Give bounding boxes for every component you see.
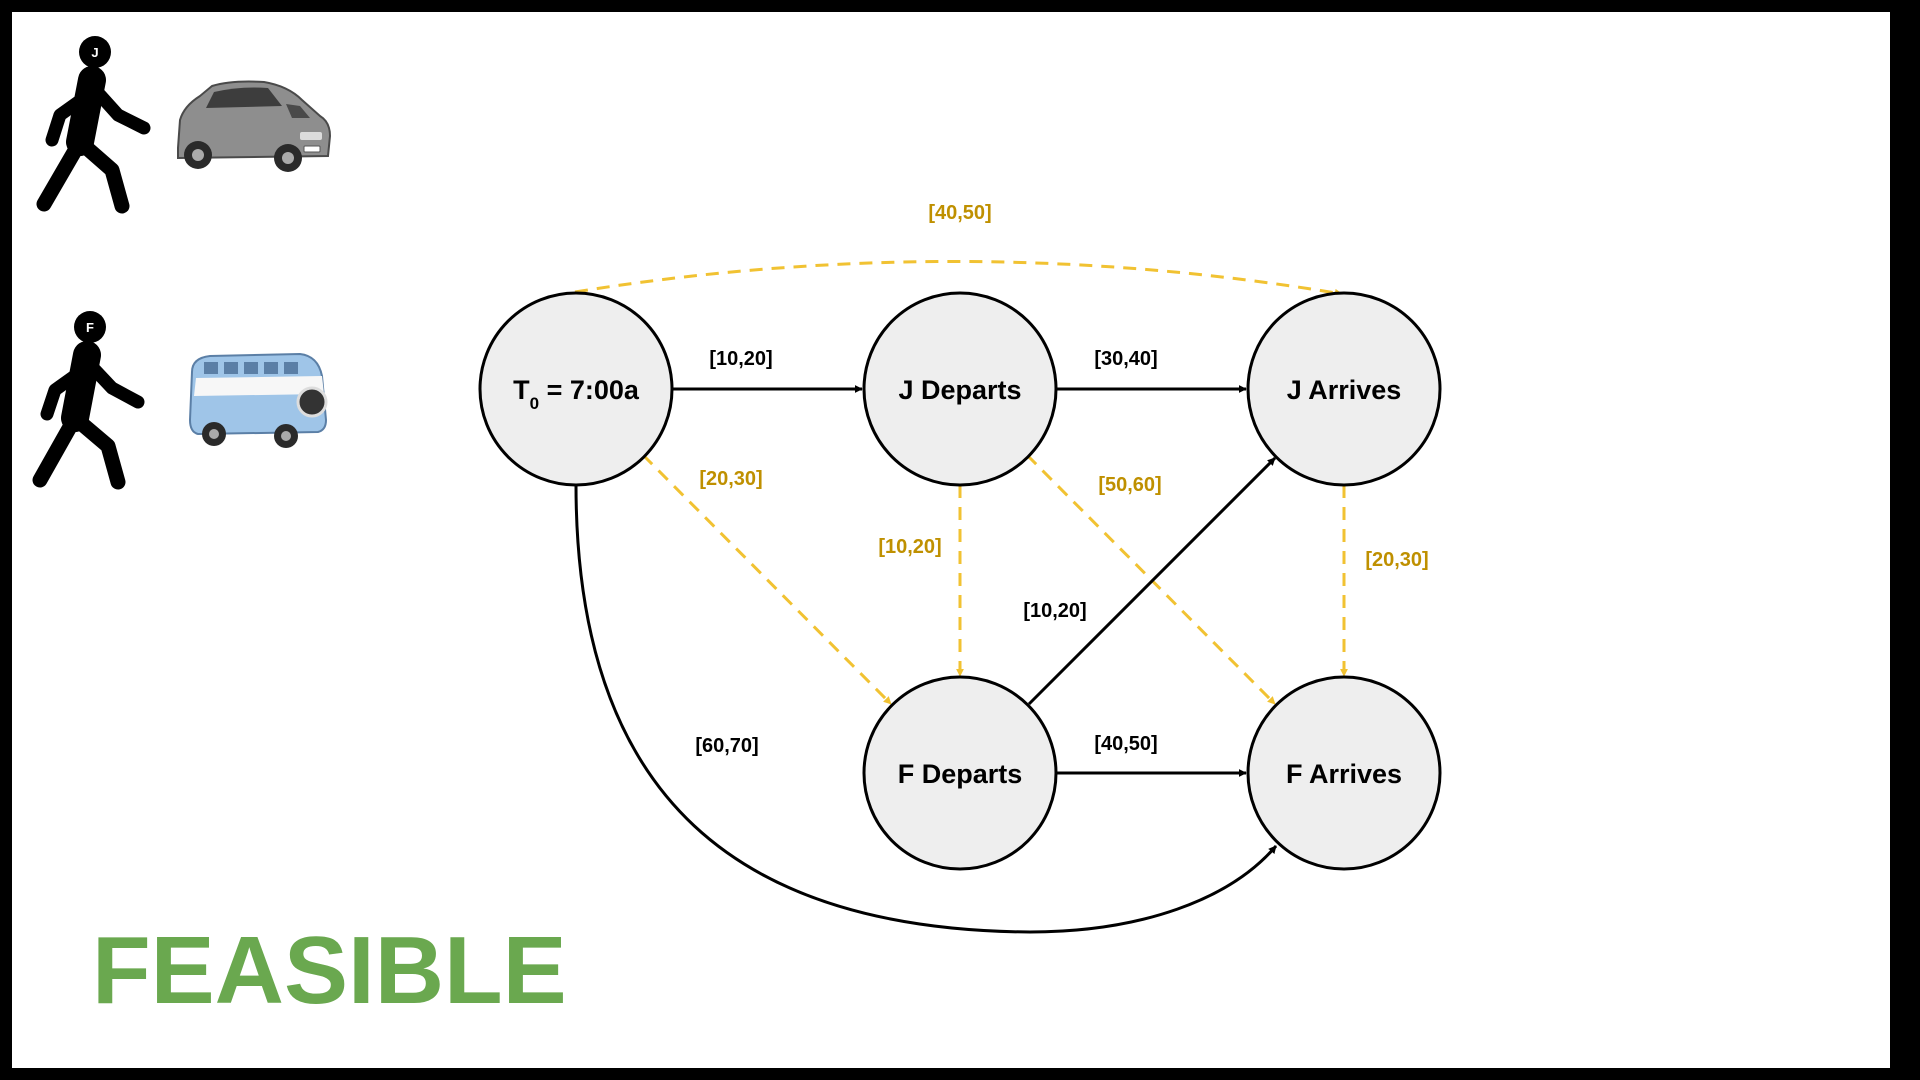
node-j-departs: J Departs bbox=[862, 291, 1058, 487]
walking-person-icon bbox=[32, 311, 145, 490]
node-label: F Arrives bbox=[1286, 759, 1402, 789]
node-f-departs: F Departs bbox=[862, 675, 1058, 871]
node-circle bbox=[1246, 291, 1442, 487]
node-label: F Departs bbox=[898, 759, 1023, 789]
node-label-subscript: 0 bbox=[530, 394, 539, 413]
node-f-arrives: F Arrives bbox=[1246, 675, 1442, 871]
edge-f-departs-j-arrives bbox=[1027, 456, 1277, 706]
walking-person-icon bbox=[36, 36, 151, 214]
edge-label-t0-f-departs: [20,30] bbox=[699, 468, 762, 490]
node-label-rest: = 7:00a bbox=[539, 375, 640, 405]
edge-label-j-departs-f-departs: [10,20] bbox=[878, 536, 941, 558]
feasibility-status: FEASIBLE bbox=[92, 917, 567, 1024]
node-label: T0 = 7:00a bbox=[513, 375, 640, 413]
node-circle bbox=[478, 291, 674, 487]
car-icon bbox=[177, 80, 332, 172]
edge-label-j-arrives-f-arrives: [20,30] bbox=[1365, 549, 1428, 571]
node-label: J Departs bbox=[898, 375, 1021, 405]
edge-j-departs-f-arrives bbox=[1025, 453, 1277, 706]
van-icon bbox=[188, 352, 328, 448]
edge-label-t0-j-arrives: [40,50] bbox=[928, 202, 991, 224]
edge-labels: [10,20] [30,40] [40,50] [10,20] [60,70] … bbox=[695, 202, 1428, 757]
edge-label-j-departs-f-arrives: [50,60] bbox=[1098, 474, 1161, 496]
node-t0: T0 = 7:00a bbox=[478, 291, 674, 487]
edge-label-j-departs-j-arrives: [30,40] bbox=[1094, 348, 1157, 370]
edge-t0-f-arrives bbox=[574, 484, 1278, 934]
node-circle bbox=[862, 675, 1058, 871]
edge-t0-f-departs bbox=[641, 453, 893, 706]
edge-label-f-departs-f-arrives: [40,50] bbox=[1094, 733, 1157, 755]
slide-canvas bbox=[12, 12, 1890, 1068]
node-j-arrives: J Arrives bbox=[1246, 291, 1442, 487]
person-j: J bbox=[36, 36, 332, 214]
node-circle bbox=[862, 291, 1058, 487]
node-circle bbox=[1246, 675, 1442, 871]
edge-label-t0-j-departs: [10,20] bbox=[709, 348, 772, 370]
node-label-main: T bbox=[513, 375, 530, 405]
edge-label-f-departs-j-arrives: [10,20] bbox=[1023, 600, 1086, 622]
person-initial: F bbox=[86, 320, 94, 335]
person-initial: J bbox=[91, 45, 98, 60]
edge-label-t0-f-arrives: [60,70] bbox=[695, 735, 758, 757]
person-f: F bbox=[32, 311, 328, 490]
edge-t0-j-arrives bbox=[574, 260, 1343, 297]
edges bbox=[574, 260, 1348, 934]
node-label: J Arrives bbox=[1287, 375, 1402, 405]
